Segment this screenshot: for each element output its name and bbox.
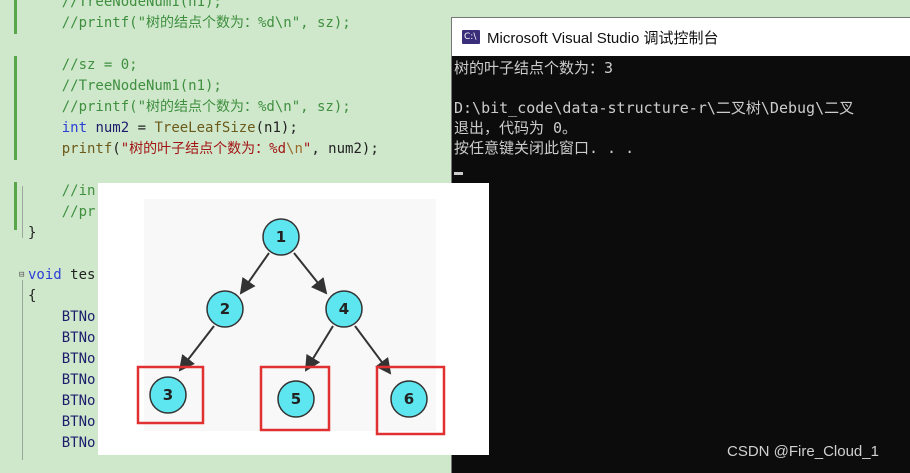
code-line: { — [28, 288, 37, 304]
code-line: BTNo — [28, 351, 96, 367]
node-label: 3 — [163, 386, 173, 404]
binary-tree-diagram: 1 2 4 3 5 6 — [98, 183, 489, 455]
code-line-void: void tes — [28, 267, 96, 283]
change-marker — [14, 0, 17, 34]
console-title: Microsoft Visual Studio 调试控制台 — [487, 30, 719, 47]
console-titlebar[interactable]: C:\ Microsoft Visual Studio 调试控制台 — [452, 18, 910, 56]
tree-node — [390, 380, 428, 418]
code-line: BTNo — [28, 372, 96, 388]
code-line-printf: printf("树的叶子结点个数为：%d\n", num2); — [61, 141, 379, 157]
watermark: CSDN @Fire_Cloud_1 — [727, 443, 879, 460]
debug-console-window[interactable]: C:\ Microsoft Visual Studio 调试控制台 树的叶子结点… — [451, 17, 910, 473]
tree-edge — [354, 325, 392, 375]
keyword: int — [61, 120, 88, 136]
string-literal: "树的叶子结点个数为：%d — [120, 141, 287, 157]
code-line: BTNo — [28, 435, 96, 451]
console-app-icon: C:\ — [462, 30, 480, 44]
tree-edge — [304, 325, 334, 372]
console-output-line: 按任意键关闭此窗口. . . — [454, 139, 635, 157]
node-label: 6 — [404, 390, 414, 408]
variable: num2 — [95, 120, 130, 136]
code-line: //pr — [28, 204, 96, 220]
code-line: //TreeNodeNum1(n1); — [28, 0, 222, 10]
node-label: 5 — [291, 390, 301, 408]
tree-node — [277, 380, 315, 418]
outline-guide — [22, 280, 23, 460]
tree-edge — [293, 252, 328, 295]
code-line: BTNo — [28, 414, 96, 430]
console-output-line: 退出，代码为 0。 — [454, 119, 578, 137]
node-label: 2 — [220, 300, 230, 318]
code-line: //printf("树的结点个数为：%d\n", sz); — [28, 99, 351, 115]
code-line: BTNo — [28, 309, 96, 325]
tree-edge — [239, 252, 270, 295]
code-line: //sz = 0; — [28, 57, 138, 73]
tree-svg: 1 2 4 3 5 6 — [136, 218, 446, 436]
leaf-highlight-box — [259, 365, 331, 432]
tree-node — [149, 376, 187, 414]
node-label: 1 — [276, 228, 286, 246]
change-marker — [14, 182, 17, 230]
code-line-int: int num2 = TreeLeafSize(n1); — [61, 120, 298, 136]
leaf-highlight-box — [375, 365, 446, 436]
collapse-icon[interactable]: ⊟ — [19, 270, 25, 280]
node-label: 4 — [339, 300, 349, 318]
code-line: //printf("树的结点个数为：%d\n", sz); — [28, 15, 351, 31]
text-cursor — [454, 172, 463, 175]
console-output-line: D:\bit_code\data-structure-r\二叉树\Debug\二… — [454, 99, 855, 117]
tree-node — [325, 290, 363, 328]
code-line: //in — [28, 183, 96, 199]
code-line: BTNo — [28, 393, 96, 409]
tree-node — [262, 218, 300, 256]
keyword: void — [28, 267, 62, 283]
tree-edge — [178, 325, 215, 372]
leaf-highlight-box — [136, 365, 205, 425]
code-line: BTNo — [28, 330, 96, 346]
code-line: //TreeNodeNum1(n1); — [28, 78, 222, 94]
change-marker — [14, 56, 17, 160]
outline-guide — [22, 186, 23, 238]
function-name: printf — [61, 141, 113, 157]
tree-node — [206, 290, 244, 328]
console-output-line: 树的叶子结点个数为：3 — [454, 59, 614, 77]
code-line: } — [28, 225, 37, 241]
escape-sequence: \n — [286, 141, 303, 157]
function-name: TreeLeafSize — [154, 120, 256, 136]
